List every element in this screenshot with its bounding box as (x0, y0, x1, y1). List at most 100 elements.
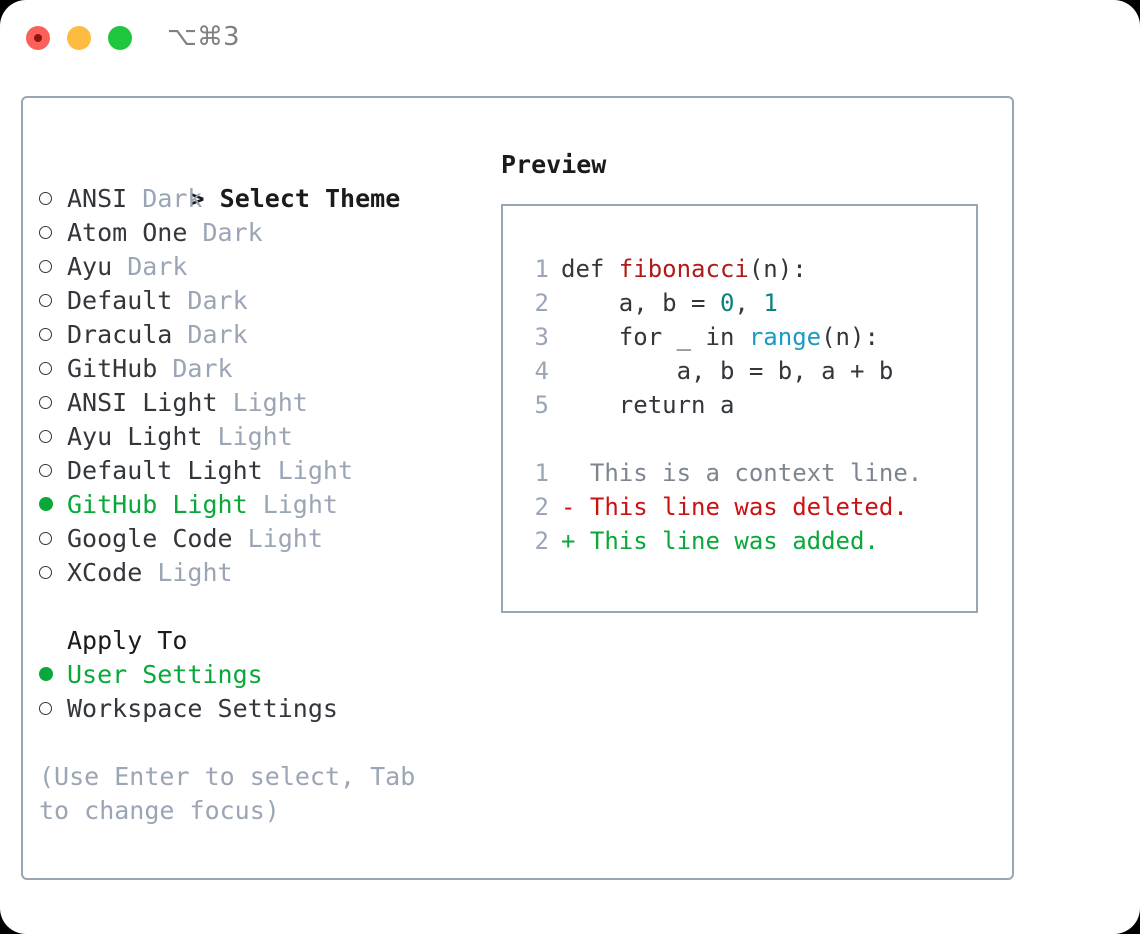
radio-empty-icon (39, 454, 67, 488)
theme-item-github-light[interactable]: GitHub Light Light (39, 488, 479, 522)
code-token: , (734, 289, 764, 317)
apply-to-option-label: User Settings (67, 660, 263, 689)
code-token: range (748, 323, 822, 351)
close-button[interactable] (26, 26, 50, 50)
line-number: 3 (534, 323, 549, 351)
window-controls (26, 26, 132, 50)
theme-item-dracula[interactable]: Dracula Dark (39, 318, 479, 352)
diff-line-text: This is a context line. (561, 459, 923, 487)
theme-item-variant: Dark (172, 354, 233, 383)
theme-item-variant: Light (232, 388, 308, 417)
diff-line-context: 1 This is a context line. (523, 456, 976, 490)
theme-item-variant: Light (157, 558, 233, 587)
apply-to-option-workspace-settings[interactable]: Workspace Settings (39, 692, 479, 726)
theme-item-ansi-light[interactable]: ANSI Light Light (39, 386, 479, 420)
spacer (523, 422, 976, 456)
line-number: 1 (534, 255, 549, 283)
radio-empty-icon (39, 556, 67, 590)
theme-item-variant: Dark (202, 218, 263, 247)
radio-selected-icon (39, 488, 67, 522)
theme-item-label: GitHub (67, 354, 158, 383)
theme-item-variant: Light (217, 422, 293, 451)
line-number: 2 (534, 289, 549, 317)
code-token: 0 (719, 289, 735, 317)
diff-sample: 1 This is a context line. 2 - This line wa… (523, 456, 976, 558)
apply-to-option-user-settings[interactable]: User Settings (39, 658, 479, 692)
radio-empty-icon (39, 386, 67, 420)
diff-line-deleted: 2 - This line was deleted. (523, 490, 976, 524)
theme-item-label: XCode (67, 558, 143, 587)
theme-item-label: Default Light (67, 456, 263, 485)
theme-item-variant: Light (247, 524, 323, 553)
diff-line-added: 2+ This line was added. (523, 524, 976, 558)
minimize-button[interactable] (67, 26, 91, 50)
theme-item-label: Dracula (67, 320, 173, 349)
theme-item-variant: Dark (187, 320, 248, 349)
theme-item-default[interactable]: Default Dark (39, 284, 479, 318)
code-line: 2 a, b = 0, 1 (523, 286, 976, 320)
theme-item-variant: Dark (127, 252, 188, 281)
theme-item-atom-one[interactable]: Atom One Dark (39, 216, 479, 250)
radio-empty-icon (39, 522, 67, 556)
theme-item-label: GitHub Light (67, 490, 248, 519)
theme-item-label: Default (67, 286, 173, 315)
line-number: 1 (534, 459, 549, 487)
keyboard-shortcut-label: ⌥⌘3 (167, 22, 240, 52)
theme-item-variant: Light (277, 456, 353, 485)
select-theme-title: Select Theme (219, 184, 401, 213)
radio-empty-icon (39, 216, 67, 250)
diff-line-text: + This line was added. (561, 527, 879, 555)
theme-item-label: Ayu (67, 252, 113, 281)
radio-empty-icon (39, 692, 67, 726)
theme-item-ayu-light[interactable]: Ayu Light Light (39, 420, 479, 454)
theme-item-label: ANSI (67, 184, 128, 213)
code-token: 1 (763, 289, 778, 317)
theme-item-variant: Dark (142, 184, 203, 213)
theme-item-variant: Light (262, 490, 338, 519)
line-number: 4 (534, 357, 549, 385)
radio-empty-icon (39, 352, 67, 386)
theme-item-default-light[interactable]: Default Light Light (39, 454, 479, 488)
spacer (39, 590, 479, 624)
code-token: (n): (748, 255, 807, 283)
theme-item-label: Ayu Light (67, 422, 203, 451)
select-theme-header: > Select Theme (39, 148, 479, 213)
apply-to-option-label: Workspace Settings (67, 694, 338, 723)
preview-title: Preview (501, 150, 607, 179)
theme-item-label: Google Code (67, 524, 233, 553)
theme-item-xcode[interactable]: XCode Light (39, 556, 479, 590)
radio-empty-icon (39, 182, 67, 216)
code-line: 4 a, b = b, a + b (523, 354, 976, 388)
theme-item-label: ANSI Light (67, 388, 218, 417)
code-line: 1 def fibonacci(n): (523, 252, 976, 286)
theme-item-github[interactable]: GitHub Dark (39, 352, 479, 386)
code-line: 5 return a (523, 388, 976, 422)
code-token: def (561, 255, 619, 283)
radio-empty-icon (39, 284, 67, 318)
code-token: a, b = b, a + b (561, 357, 894, 385)
theme-item-ansi[interactable]: ANSI Dark (39, 182, 479, 216)
zoom-button[interactable] (108, 26, 132, 50)
radio-empty-icon (39, 318, 67, 352)
theme-item-google-code[interactable]: Google Code Light (39, 522, 479, 556)
line-number: 5 (534, 391, 549, 419)
diff-line-text: - This line was deleted. (561, 493, 908, 521)
line-number: 2 (534, 493, 549, 521)
code-token: return a (561, 391, 735, 419)
code-token: fibonacci (618, 255, 749, 283)
radio-selected-icon (39, 658, 67, 692)
code-line: 3 for _ in range(n): (523, 320, 976, 354)
keyboard-hint-text: (Use Enter to select, Tab to change focu… (39, 762, 416, 825)
title-bar: ⌥⌘3 (0, 0, 1140, 78)
theme-item-label: Atom One (67, 218, 188, 247)
code-token: for _ in (561, 323, 749, 351)
theme-item-ayu[interactable]: Ayu Dark (39, 250, 479, 284)
apply-to-title: Apply To (67, 626, 188, 655)
radio-empty-icon (39, 250, 67, 284)
